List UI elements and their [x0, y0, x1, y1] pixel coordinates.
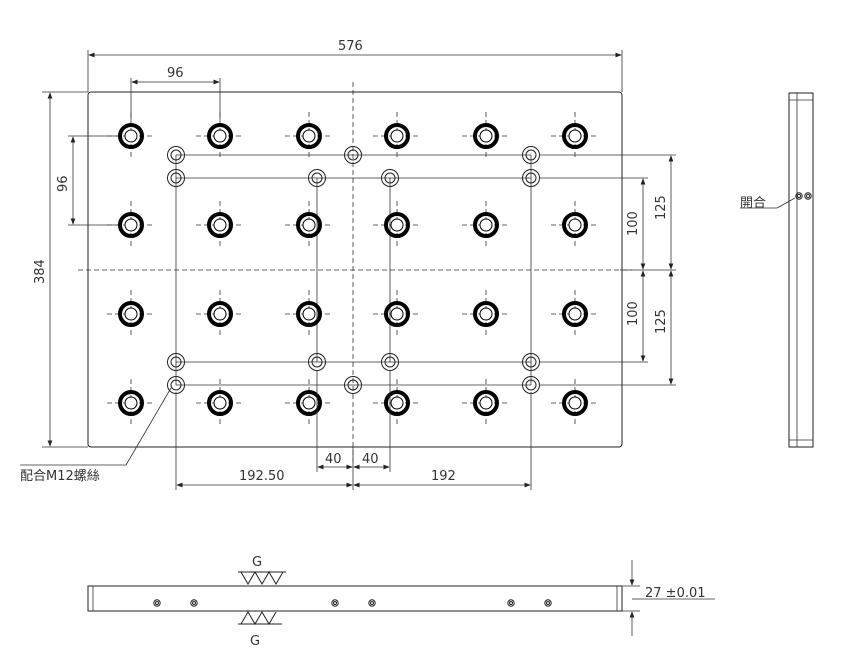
plate-side-view: 開合 [740, 92, 814, 448]
counterbored-hole [196, 379, 244, 427]
screw-hole [522, 146, 540, 164]
dimension-pitch-y: 96 [56, 135, 118, 226]
counterbored-hole [196, 290, 244, 338]
front-hole [331, 599, 339, 607]
screw-callout-label: 配合M12螺絲 [20, 469, 100, 484]
dim-192-label: 192 [431, 469, 456, 484]
surface-finish-top: G [238, 555, 286, 585]
dim-125-bottom-label: 125 [654, 309, 669, 334]
counterbored-hole [373, 112, 421, 160]
counterbored-hole [551, 290, 599, 338]
dim-384-label: 384 [33, 259, 48, 284]
dim-40-left-label: 40 [325, 452, 342, 467]
dim-100-bottom-label: 100 [626, 301, 641, 326]
front-hole [544, 599, 552, 607]
counterbored-hole [373, 201, 421, 249]
counterbored-hole [462, 201, 510, 249]
dim-40-right-label: 40 [362, 452, 379, 467]
dimension-overall-height: 384 [33, 91, 88, 448]
counterbored-hole [551, 379, 599, 427]
screw-hole [344, 146, 362, 164]
screw-hole [167, 353, 185, 371]
counterbored-hole [285, 379, 333, 427]
plate-top-view [87, 91, 623, 448]
screw-hole [381, 169, 399, 187]
counterbored-hole [107, 290, 155, 338]
construction-lines [175, 154, 532, 386]
counterbored-hole [551, 112, 599, 160]
dim-96x-label: 96 [167, 66, 184, 81]
counterbored-hole [373, 379, 421, 427]
front-hole [507, 599, 515, 607]
screw-hole [167, 146, 185, 164]
surface-finish-bottom: G [238, 611, 282, 649]
front-hole [153, 599, 161, 607]
surface-bottom-label: G [250, 634, 260, 649]
dimension-right-verticals: 100 125 100 125 [540, 154, 676, 386]
screw-hole [167, 169, 185, 187]
counterbored-hole [285, 290, 333, 338]
counterbored-hole [107, 112, 155, 160]
counterbored-hole [107, 201, 155, 249]
counterbored-hole [285, 201, 333, 249]
screw-hole [308, 169, 326, 187]
counterbored-hole [373, 290, 421, 338]
screw-callout: 配合M12螺絲 [20, 387, 172, 484]
counterbored-hole [107, 379, 155, 427]
front-hole [368, 599, 376, 607]
front-hole [190, 599, 198, 607]
dimension-bottom-row: 192.50 40 40 192 [175, 370, 532, 490]
thickness-label: 27 ±0.01 [645, 586, 706, 601]
counterbored-hole [462, 112, 510, 160]
counterbored-hole [285, 112, 333, 160]
surface-top-label: G [252, 555, 262, 570]
counterbored-hole [462, 290, 510, 338]
dim-96y-label: 96 [56, 175, 71, 192]
dim-100-top-label: 100 [626, 211, 641, 236]
side-callout-label: 開合 [740, 196, 766, 211]
dim-125-top-label: 125 [654, 195, 669, 220]
screw-hole [522, 353, 540, 371]
dim-576-label: 576 [338, 39, 363, 54]
screw-hole [522, 169, 540, 187]
dimension-overall-width: 576 [87, 39, 623, 92]
plate-front-view [87, 585, 623, 612]
dimension-thickness: 27 ±0.01 [622, 560, 715, 636]
screw-hole [344, 376, 362, 394]
counterbored-hole [196, 112, 244, 160]
counterbored-hole [462, 379, 510, 427]
counterbored-hole [196, 201, 244, 249]
counterbored-hole [551, 201, 599, 249]
mounting-hole-grid [107, 112, 599, 427]
dimension-pitch-x: 96 [130, 66, 221, 120]
dim-192-50-label: 192.50 [239, 469, 285, 484]
center-lines [78, 82, 632, 462]
